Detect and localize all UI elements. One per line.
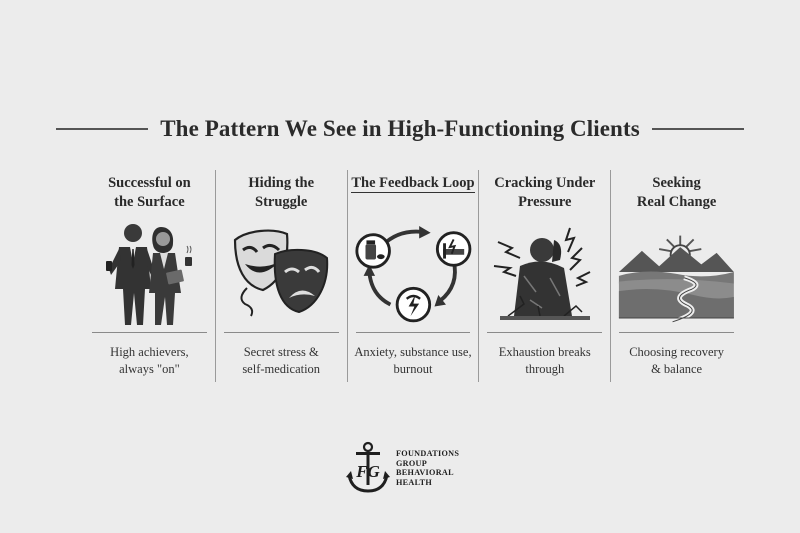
stage-successful: Successful on the Surface [84, 170, 216, 382]
stage-description: Secret stress & self-medication [242, 345, 321, 376]
anchor-icon: FG [346, 441, 390, 493]
stage-divider [223, 332, 339, 333]
stage-divider [619, 332, 734, 333]
stressed-person-icon [485, 216, 604, 328]
stage-columns: Successful on the Surface [84, 170, 742, 382]
stage-description: High achievers, always "on" [110, 345, 189, 376]
stage-description: Choosing recovery & balance [629, 345, 724, 376]
title-rule-left [56, 128, 149, 130]
stage-title: The Feedback Loop [351, 175, 475, 193]
stage-divider [92, 332, 207, 333]
company-logo: FG FOUNDATIONS GROUP BEHAVIORAL HEALTH [346, 440, 476, 496]
logo-wordmark: FOUNDATIONS GROUP BEHAVIORAL HEALTH [396, 449, 460, 487]
stage-divider [487, 332, 603, 333]
stage-description: Anxiety, substance use, burnout [354, 345, 472, 376]
stage-description: Exhaustion breaks through [498, 345, 591, 376]
page-title: The Pattern We See in High-Functioning C… [160, 116, 640, 141]
svg-text:FG: FG [355, 462, 380, 481]
stage-seeking-change: Seeking Real Change [611, 170, 742, 382]
stage-divider [355, 332, 471, 333]
theater-masks-icon [222, 216, 341, 328]
stage-title: Hiding the Struggle [248, 175, 315, 210]
stage-hiding: Hiding the Struggle [216, 170, 348, 382]
stage-feedback-loop: The Feedback Loop [348, 170, 480, 382]
stage-title: Seeking Real Change [636, 175, 717, 210]
title-rule-right [651, 128, 744, 130]
title-row: The Pattern We See in High-Functioning C… [0, 112, 800, 146]
stage-cracking: Cracking Under Pressure [479, 170, 612, 382]
business-people-icon [90, 216, 209, 328]
cycle-loop-icon [354, 216, 473, 328]
stage-title: Successful on the Surface [108, 175, 191, 210]
sunrise-road-icon [617, 216, 736, 328]
stage-title: Cracking Under Pressure [494, 175, 596, 210]
